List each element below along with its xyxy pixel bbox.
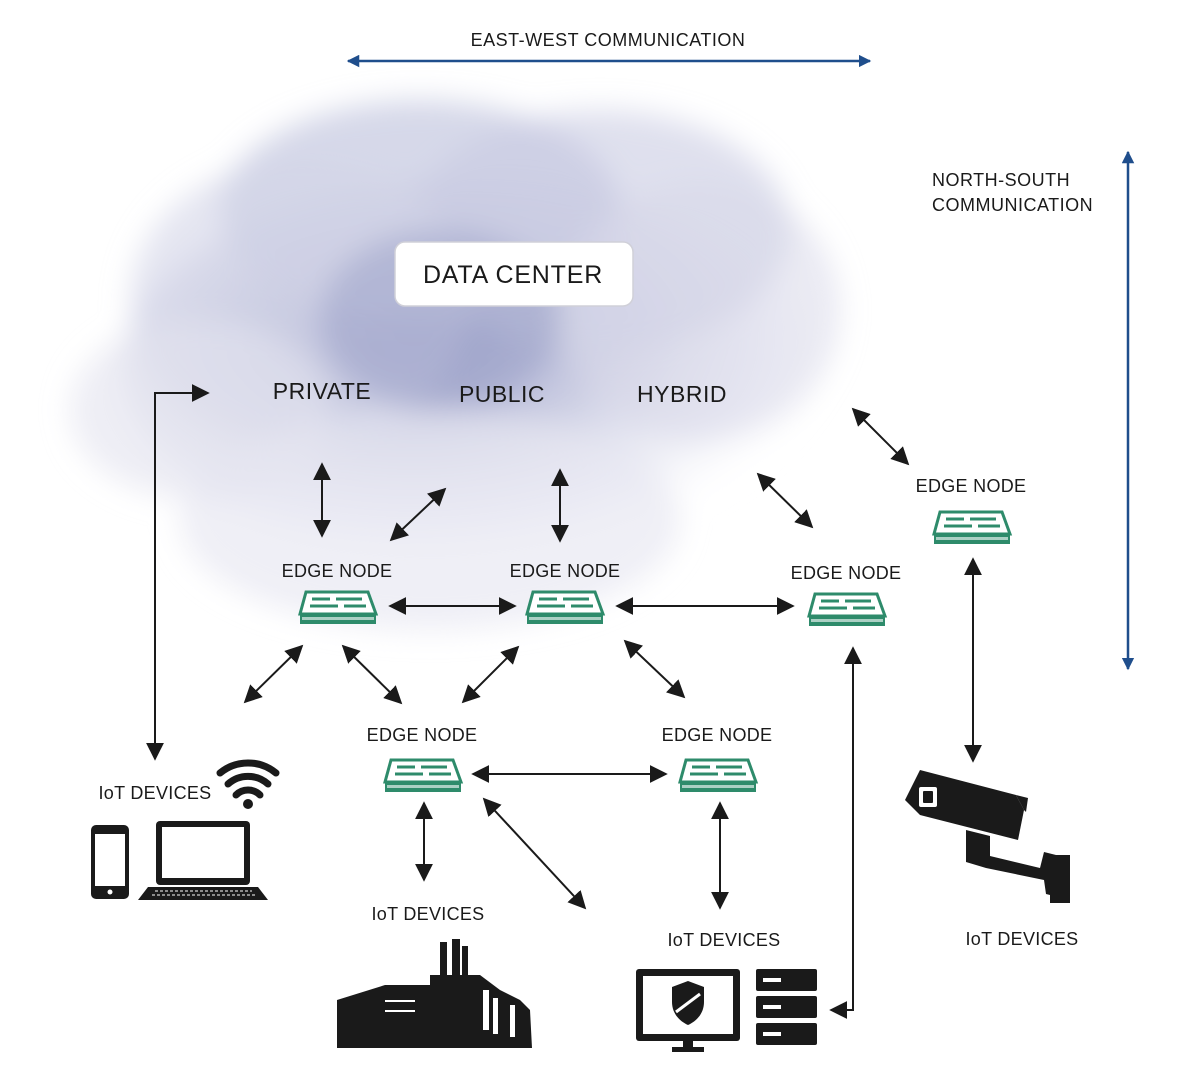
iot-devices-left-label: IoT DEVICES (98, 783, 211, 803)
smartphone-icon (91, 825, 129, 899)
arrow-server-node3 (829, 646, 862, 1019)
connection-arrows (146, 384, 982, 1019)
monitor-shield-icon (636, 969, 740, 1052)
cloud-type-private: PRIVATE (273, 378, 372, 404)
edge-node-5-label: EDGE NODE (662, 725, 773, 745)
data-center-box (394, 241, 634, 307)
wifi-icon (216, 759, 280, 809)
edge-node-5 (678, 758, 758, 794)
server-icon (756, 969, 817, 1045)
cloud-type-hybrid: HYBRID (637, 381, 727, 407)
edge-node-icon (525, 590, 605, 626)
arrow-node4-iot-monitor (482, 797, 587, 910)
edge-node-4 (383, 758, 463, 794)
edge-node-icon (678, 758, 758, 794)
edge-node-1-label: EDGE NODE (282, 561, 393, 581)
iot-devices-camera-label: IoT DEVICES (965, 929, 1078, 949)
arrow-node1-iot-left (243, 644, 304, 704)
arrow-node1-node4 (341, 644, 403, 705)
arrow-node2-node5 (623, 639, 686, 699)
edge-node-icon (932, 510, 1012, 546)
iot-devices-monitor-label: IoT DEVICES (667, 930, 780, 950)
factory-icon (337, 939, 532, 1048)
data-center-label: DATA CENTER (423, 261, 603, 289)
edge-node-right-label: EDGE NODE (916, 476, 1027, 496)
edge-node-4-label: EDGE NODE (367, 725, 478, 745)
edge-node-icon (298, 590, 378, 626)
north-south-label-line1: NORTH-SOUTH (932, 170, 1070, 190)
arrow-node2-node4 (461, 645, 520, 704)
edge-node-1 (298, 590, 378, 626)
edge-node-2 (525, 590, 605, 626)
north-south-label-line2: COMMUNICATION (932, 195, 1093, 215)
cloud-shape (70, 100, 840, 630)
arrow-cloud-node-right (851, 407, 910, 466)
edge-node-3-label: EDGE NODE (791, 563, 902, 583)
east-west-label: EAST-WEST COMMUNICATION (471, 30, 746, 50)
edge-node-icon (807, 592, 887, 628)
arrow-hybrid-node3 (756, 472, 814, 529)
laptop-icon (138, 821, 268, 900)
edge-node-icon (383, 758, 463, 794)
arrow-public-node1 (389, 487, 447, 542)
edge-node-right (932, 510, 1012, 546)
security-camera-icon (905, 770, 1070, 903)
edge-node-2-label: EDGE NODE (510, 561, 621, 581)
cloud-type-public: PUBLIC (459, 381, 545, 407)
edge-node-3 (807, 592, 887, 628)
iot-devices-factory-label: IoT DEVICES (371, 904, 484, 924)
arrow-iot-left-cloud (146, 384, 210, 761)
